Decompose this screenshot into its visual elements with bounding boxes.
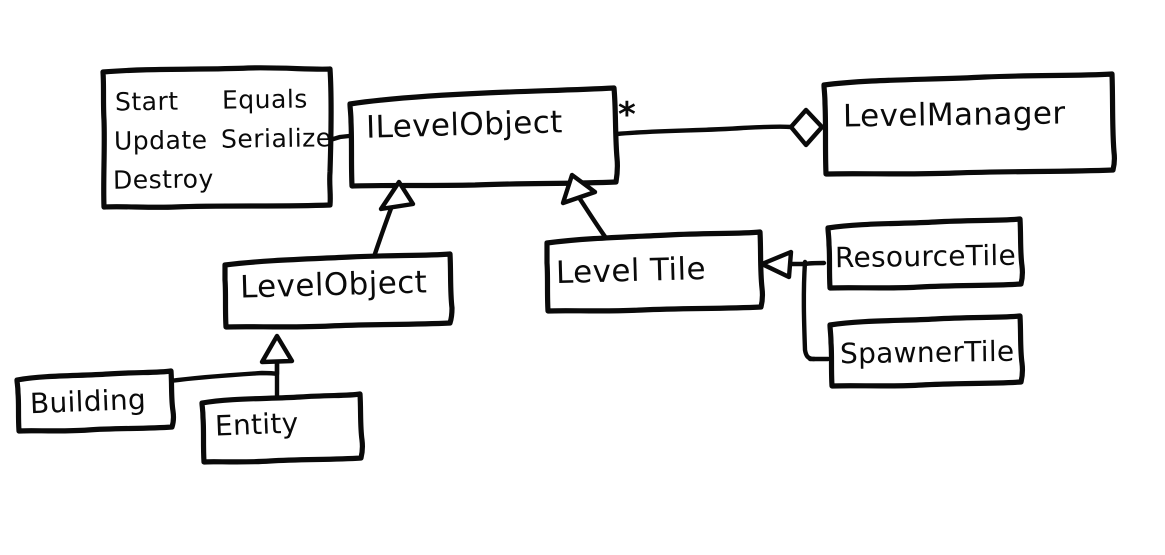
levelobject-box (222, 251, 455, 330)
spawnertile-box (827, 313, 1026, 389)
generalization-triangle-levelobject-children-icon (259, 333, 295, 365)
levelmanager-box (821, 71, 1118, 177)
note-box (100, 65, 334, 210)
entity-box (199, 391, 366, 465)
leveltile-box (544, 229, 766, 314)
ilevelobject-box (347, 85, 621, 189)
generalization-triangle-levelobject-icon (378, 179, 416, 212)
generalization-triangle-leveltile-icon (560, 172, 598, 206)
aggregation-line-ilevelobject-levelmanager (614, 124, 794, 137)
generalization-triangle-tiles-icon (759, 249, 794, 280)
resourcetile-box (825, 216, 1026, 291)
generalization-line-building (167, 370, 280, 384)
aggregation-diamond-icon (788, 107, 825, 148)
building-box (14, 368, 177, 434)
